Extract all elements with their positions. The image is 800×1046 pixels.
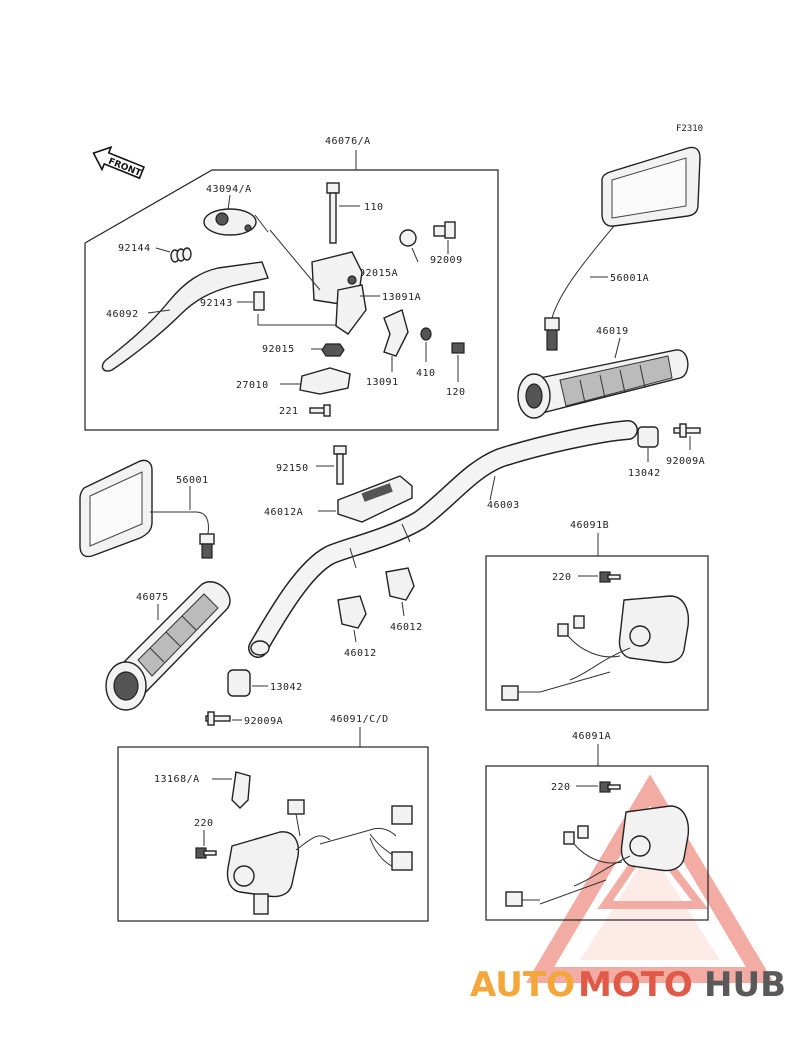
watermark-text: AUTO MOTO HUB	[470, 965, 786, 1005]
label-56001: 56001	[176, 475, 209, 486]
front-arrow-icon: FRONT	[92, 145, 146, 180]
label-27010: 27010	[236, 380, 269, 391]
label-46076a: 46076/A	[325, 136, 371, 147]
washer-92015a	[399, 229, 417, 247]
watermark-logo	[525, 774, 775, 983]
right-mirror: 56001A	[544, 146, 701, 351]
label-92144: 92144	[118, 243, 151, 254]
label-13042-left: 13042	[270, 682, 303, 693]
left-grip	[105, 581, 231, 711]
holder-46012-left	[337, 595, 367, 629]
label-13091: 13091	[366, 377, 399, 388]
nut-92015	[321, 343, 345, 357]
label-56001a: 56001A	[610, 273, 649, 284]
watermark-moto: MOTO	[578, 965, 693, 1005]
connector-top	[287, 799, 305, 815]
connector-right-top	[391, 805, 413, 825]
right-switch-housing	[618, 595, 690, 664]
switch-box-46091cd: 46091/C/D 13168/A 220	[117, 714, 429, 922]
connector-right-bottom	[391, 851, 413, 871]
label-46091a: 46091A	[572, 731, 611, 742]
label-46091b: 46091B	[570, 520, 609, 531]
label-92009a-right: 92009A	[666, 456, 705, 467]
left-switch-housing	[226, 831, 300, 898]
holder-46012a	[337, 475, 413, 523]
watermark-auto: AUTO	[470, 965, 575, 1005]
label-221: 221	[279, 406, 299, 417]
label-46003: 46003	[487, 500, 520, 511]
label-92150: 92150	[276, 463, 309, 474]
figure-id: F2310	[676, 124, 703, 134]
brake-lever	[101, 261, 269, 372]
label-13091a: 13091A	[382, 292, 421, 303]
screw-92009a-left	[205, 715, 231, 722]
clamp-13091	[383, 309, 409, 357]
connector-a	[505, 891, 523, 907]
switch-box-46091a: 46091A 220	[485, 731, 709, 921]
right-grip	[517, 349, 689, 419]
label-46012-left: 46012	[344, 648, 377, 659]
switch-27010	[299, 367, 351, 395]
left-mirror: 56001	[79, 459, 215, 559]
label-410: 410	[416, 368, 436, 379]
label-43094a: 43094/A	[206, 184, 252, 195]
label-46012-right: 46012	[390, 622, 423, 633]
label-120: 120	[446, 387, 466, 398]
label-92009a-left: 92009A	[244, 716, 283, 727]
weight-13042-right	[637, 426, 659, 448]
holder-46012-right	[385, 567, 415, 601]
label-92009: 92009	[430, 255, 463, 266]
label-46091cd: 46091/C/D	[330, 714, 389, 725]
label-92143: 92143	[200, 298, 233, 309]
label-110: 110	[364, 202, 384, 213]
label-220-46091a: 220	[551, 782, 571, 793]
spring-92144	[170, 247, 192, 263]
label-46019: 46019	[596, 326, 629, 337]
clip-13168a	[231, 771, 251, 809]
switch-box-46091b: 46091B 220	[485, 520, 709, 711]
label-46092: 46092	[106, 309, 139, 320]
label-92015a: 92015A	[359, 268, 398, 279]
bolt-120	[451, 342, 465, 354]
weight-13042-left	[227, 669, 251, 697]
label-13168a: 13168/A	[154, 774, 200, 785]
label-220-46091b: 220	[552, 572, 572, 583]
label-220-46091cd: 220	[194, 818, 214, 829]
pivot-92143	[253, 291, 265, 311]
lever-assembly-box: 46076/A 43094/A 110 92144 92015A 92009	[84, 136, 499, 431]
label-46012a: 46012A	[264, 507, 303, 518]
bolt-92150	[333, 445, 347, 455]
right-switch-housing-a	[620, 805, 690, 872]
label-92015: 92015	[262, 344, 295, 355]
label-13042-right: 13042	[628, 468, 661, 479]
connector	[501, 685, 519, 701]
screw-92009a-right	[673, 427, 701, 434]
watermark-hub: HUB	[704, 965, 786, 1005]
handlebar	[248, 420, 638, 658]
label-46075: 46075	[136, 592, 169, 603]
washer-410	[420, 327, 432, 341]
